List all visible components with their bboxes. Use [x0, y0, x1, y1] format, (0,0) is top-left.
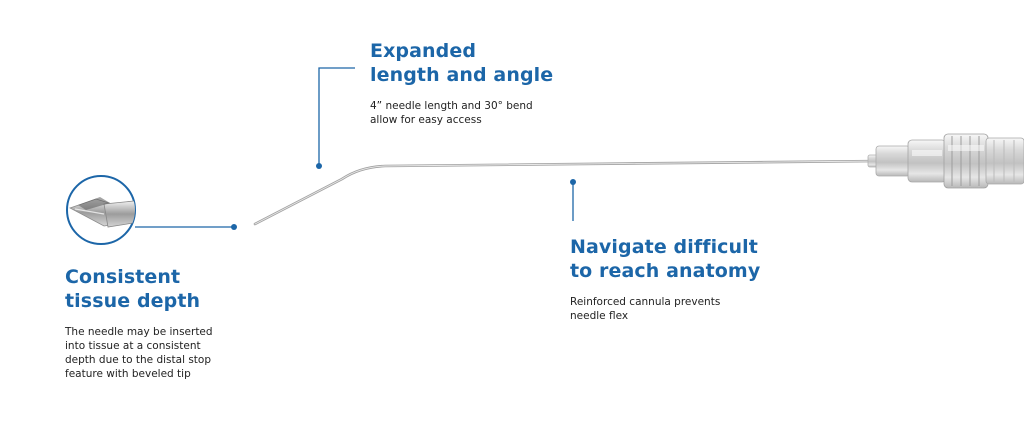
callout-consistent-body-line-2: into tissue at a consistent	[65, 340, 201, 352]
callout-expanded-body-line-1: 4” needle length and 30° bend	[370, 100, 533, 112]
callout-expanded: Expanded length and angle 4” needle leng…	[370, 39, 553, 127]
callout-navigate: Navigate difficult to reach anatomy Rein…	[570, 235, 760, 323]
callout-expanded-body-line-2: allow for easy access	[370, 114, 482, 126]
callout-navigate-title-line-1: Navigate difficult	[570, 236, 758, 258]
callout-consistent-body-line-3: depth due to the distal stop	[65, 354, 212, 366]
callout-consistent-title: Consistent tissue depth	[65, 265, 213, 313]
callout-expanded-title-line-2: length and angle	[370, 64, 554, 86]
callout-navigate-body-line-1: Reinforced cannula prevents	[570, 296, 721, 308]
callout-consistent-body-line-4: feature with beveled tip	[65, 368, 191, 380]
needle-icon	[253, 159, 882, 226]
callout-consistent: Consistent tissue depth The needle may b…	[65, 265, 213, 381]
callout-consistent-body-line-1: The needle may be inserted	[65, 326, 213, 338]
callout-consistent-title-line-2: tissue depth	[65, 290, 201, 312]
needle-hub-icon	[867, 133, 1024, 189]
callout-expanded-title: Expanded length and angle	[370, 39, 553, 87]
callout-expanded-body: 4” needle length and 30° bend allow for …	[370, 99, 553, 127]
callout-leader-expanded	[316, 67, 355, 169]
callout-consistent-title-line-1: Consistent	[65, 266, 181, 288]
callout-leader-consistent	[135, 224, 237, 230]
callout-consistent-body: The needle may be inserted into tissue a…	[65, 325, 213, 381]
callout-leader-navigate	[570, 179, 576, 221]
callout-navigate-body-line-2: needle flex	[570, 310, 629, 322]
callout-navigate-body: Reinforced cannula prevents needle flex	[570, 295, 760, 323]
callout-expanded-title-line-1: Expanded	[370, 40, 477, 62]
callout-navigate-title: Navigate difficult to reach anatomy	[570, 235, 760, 283]
callout-navigate-title-line-2: to reach anatomy	[570, 260, 761, 282]
magnified-tip-icon	[66, 175, 136, 245]
